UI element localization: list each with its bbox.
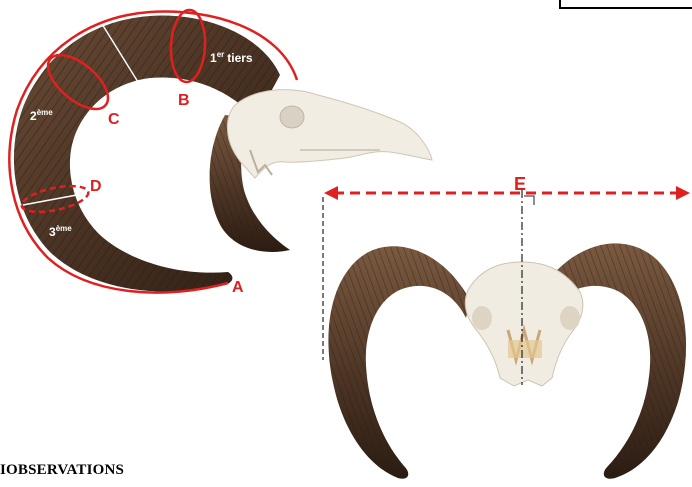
label-a: A (232, 279, 244, 296)
label-d: D (90, 178, 102, 195)
corner-frame (559, 0, 692, 9)
label-first-third: 1ertiers (210, 50, 253, 65)
section-heading: IOBSERVATIONS (0, 462, 124, 479)
label-e: E (514, 174, 526, 194)
label-b: B (178, 92, 190, 109)
side-skull (227, 90, 432, 178)
front-view-horns: E (323, 174, 690, 479)
label-c: C (108, 111, 120, 128)
